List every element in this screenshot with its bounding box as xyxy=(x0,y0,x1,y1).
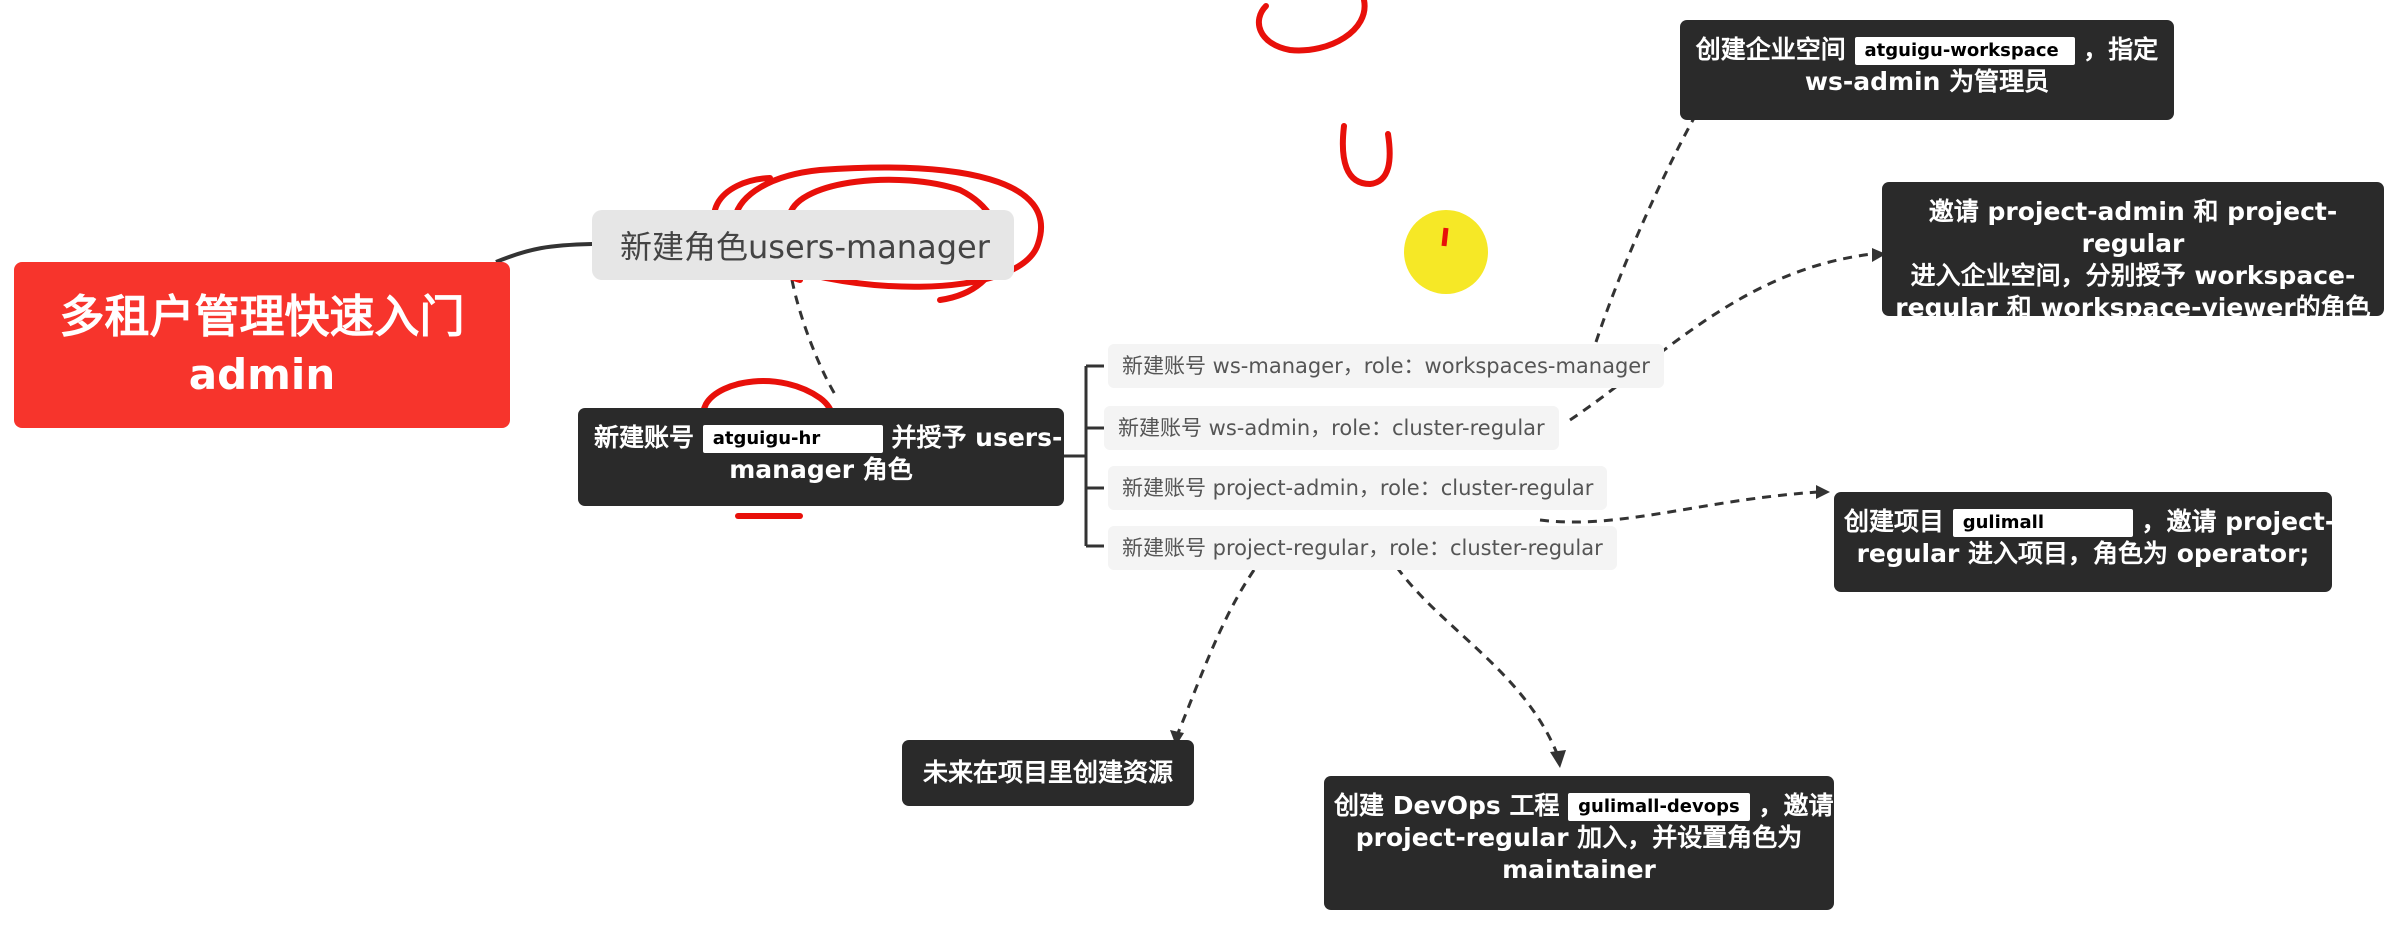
account-suffix: 并授予 users- xyxy=(891,423,1063,452)
workspace-line1: 创建企业空间 atguigu-workspace ，指定 xyxy=(1692,34,2162,66)
workspace-line2: ws-admin 为管理员 xyxy=(1804,67,2050,96)
connector-leaf-workspace xyxy=(1594,117,1696,343)
role-node-text: 新建角色users-manager xyxy=(620,228,990,266)
future-node-text: 未来在项目里创建资源 xyxy=(922,758,1173,787)
connector-root-role xyxy=(495,242,593,264)
project-line1: 创建项目 gulimall ，邀请 project- xyxy=(1844,506,2335,538)
devops-line1: 创建 DevOps 工程 gulimall-devops ，邀请 xyxy=(1334,790,1833,822)
root-title: 多租户管理快速入门 xyxy=(59,290,465,343)
account-line2: manager 角色 xyxy=(729,455,913,484)
project-name-field[interactable]: gulimall xyxy=(1952,509,2133,537)
devops-node[interactable]: 创建 DevOps 工程 gulimall-devops ，邀请 project… xyxy=(1324,776,1834,910)
yellow-highlight xyxy=(1404,210,1488,294)
leaf-label: 新建账号 project-admin，role：cluster-regular xyxy=(1122,476,1594,500)
leaf-ws-manager[interactable]: 新建账号 ws-manager，role：workspaces-manager xyxy=(1108,344,1664,388)
root-subtitle: admin xyxy=(188,350,336,399)
invite-line1: 邀请 project-admin 和 project-regular xyxy=(1928,197,2338,258)
devops-prefix: 创建 DevOps 工程 xyxy=(1334,791,1560,820)
workspace-node[interactable]: 创建企业空间 atguigu-workspace ，指定 ws-admin 为管… xyxy=(1680,20,2174,120)
connector-leaf-invite xyxy=(1569,252,1873,422)
project-line2: regular 进入项目，角色为 operator; xyxy=(1856,539,2310,568)
role-node[interactable]: 新建角色users-manager xyxy=(592,210,1014,280)
account-name-field[interactable]: atguigu-hr xyxy=(702,425,883,453)
root-node[interactable]: 多租户管理快速入门 admin xyxy=(14,262,510,428)
devops-line3: maintainer xyxy=(1502,855,1656,884)
connector-leaf-devops xyxy=(1378,539,1560,757)
future-node[interactable]: 未来在项目里创建资源 xyxy=(902,740,1194,806)
workspace-prefix: 创建企业空间 xyxy=(1695,35,1846,64)
leaf-project-admin[interactable]: 新建账号 project-admin，role：cluster-regular xyxy=(1108,466,1608,510)
invite-line2: 进入企业空间，分别授予 workspace- xyxy=(1910,261,2356,290)
workspace-suffix: ，指定 xyxy=(2083,35,2159,64)
account-prefix: 新建账号 xyxy=(594,423,695,452)
devops-suffix: ，邀请 xyxy=(1758,791,1834,820)
leaf-ws-admin[interactable]: 新建账号 ws-admin，role：cluster-regular xyxy=(1104,406,1559,450)
project-suffix: ，邀请 project- xyxy=(2141,507,2336,536)
project-prefix: 创建项目 xyxy=(1844,507,1945,536)
leaf-label: 新建账号 ws-manager，role：workspaces-manager xyxy=(1122,354,1650,378)
scribble-top xyxy=(1255,0,1368,54)
leaf-label: 新建账号 project-regular，role：cluster-regula… xyxy=(1122,536,1603,560)
connector-leaf-future xyxy=(1174,569,1256,739)
leaf-label: 新建账号 ws-admin，role：cluster-regular xyxy=(1118,416,1545,440)
workspace-name-field[interactable]: atguigu-workspace xyxy=(1854,37,2075,65)
devops-name-field[interactable]: gulimall-devops xyxy=(1568,793,1750,821)
account-node[interactable]: 新建账号 atguigu-hr 并授予 users- manager 角色 xyxy=(578,408,1064,506)
scribble-u xyxy=(1339,123,1393,188)
invite-node[interactable]: 邀请 project-admin 和 project-regular 进入企业空… xyxy=(1882,182,2384,322)
connector-account-leaves xyxy=(1064,364,1104,548)
invite-line3: regular 和 workspace-viewer的角色 xyxy=(1895,293,2371,322)
connector-role-account xyxy=(790,279,838,397)
project-node[interactable]: 创建项目 gulimall ，邀请 project- regular 进入项目，… xyxy=(1834,492,2335,592)
account-line1: 新建账号 atguigu-hr 并授予 users- xyxy=(594,422,1062,454)
leaf-project-regular[interactable]: 新建账号 project-regular，role：cluster-regula… xyxy=(1108,526,1617,570)
devops-line2: project-regular 加入，并设置角色为 xyxy=(1355,823,1803,852)
